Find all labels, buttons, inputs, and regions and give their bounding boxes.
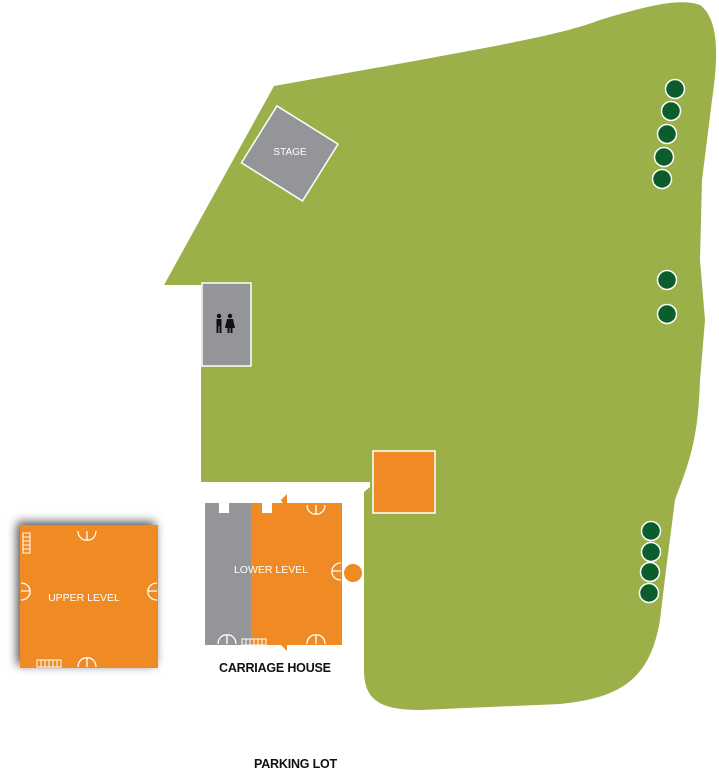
tree-icon	[664, 78, 686, 100]
stage[interactable]: STAGE	[240, 104, 340, 202]
tree-icon	[639, 561, 661, 583]
restroom-icon	[216, 313, 235, 333]
tree-row	[638, 78, 686, 604]
stairs-icon	[241, 638, 267, 646]
restroom-building[interactable]	[201, 282, 252, 367]
entry-marker	[281, 494, 287, 510]
tree-icon	[651, 168, 673, 190]
tree-icon	[656, 123, 678, 145]
tree-icon	[640, 520, 662, 542]
tree-icon	[656, 303, 678, 325]
stairs-icon	[22, 532, 62, 668]
door-icon	[217, 504, 342, 645]
pavilion[interactable]	[372, 450, 436, 514]
column-marker	[344, 564, 362, 582]
carriage-house-lower-level[interactable]: LOWER LEVEL	[205, 494, 362, 651]
tree-icon	[653, 146, 675, 168]
tree-icon	[656, 269, 678, 291]
lower-level-label: LOWER LEVEL	[234, 564, 308, 576]
door-icon	[20, 530, 158, 668]
tree-icon	[660, 100, 682, 122]
tree-icon	[640, 541, 662, 563]
entry-marker	[281, 635, 287, 651]
upper-level-building[interactable]: UPPER LEVEL	[20, 525, 158, 668]
carriage-house-label: CARRIAGE HOUSE	[219, 661, 331, 675]
upper-level-label: UPPER LEVEL	[48, 592, 120, 604]
parking-lot-label: PARKING LOT	[254, 757, 337, 771]
tree-icon	[638, 582, 660, 604]
stage-label: STAGE	[273, 147, 306, 158]
